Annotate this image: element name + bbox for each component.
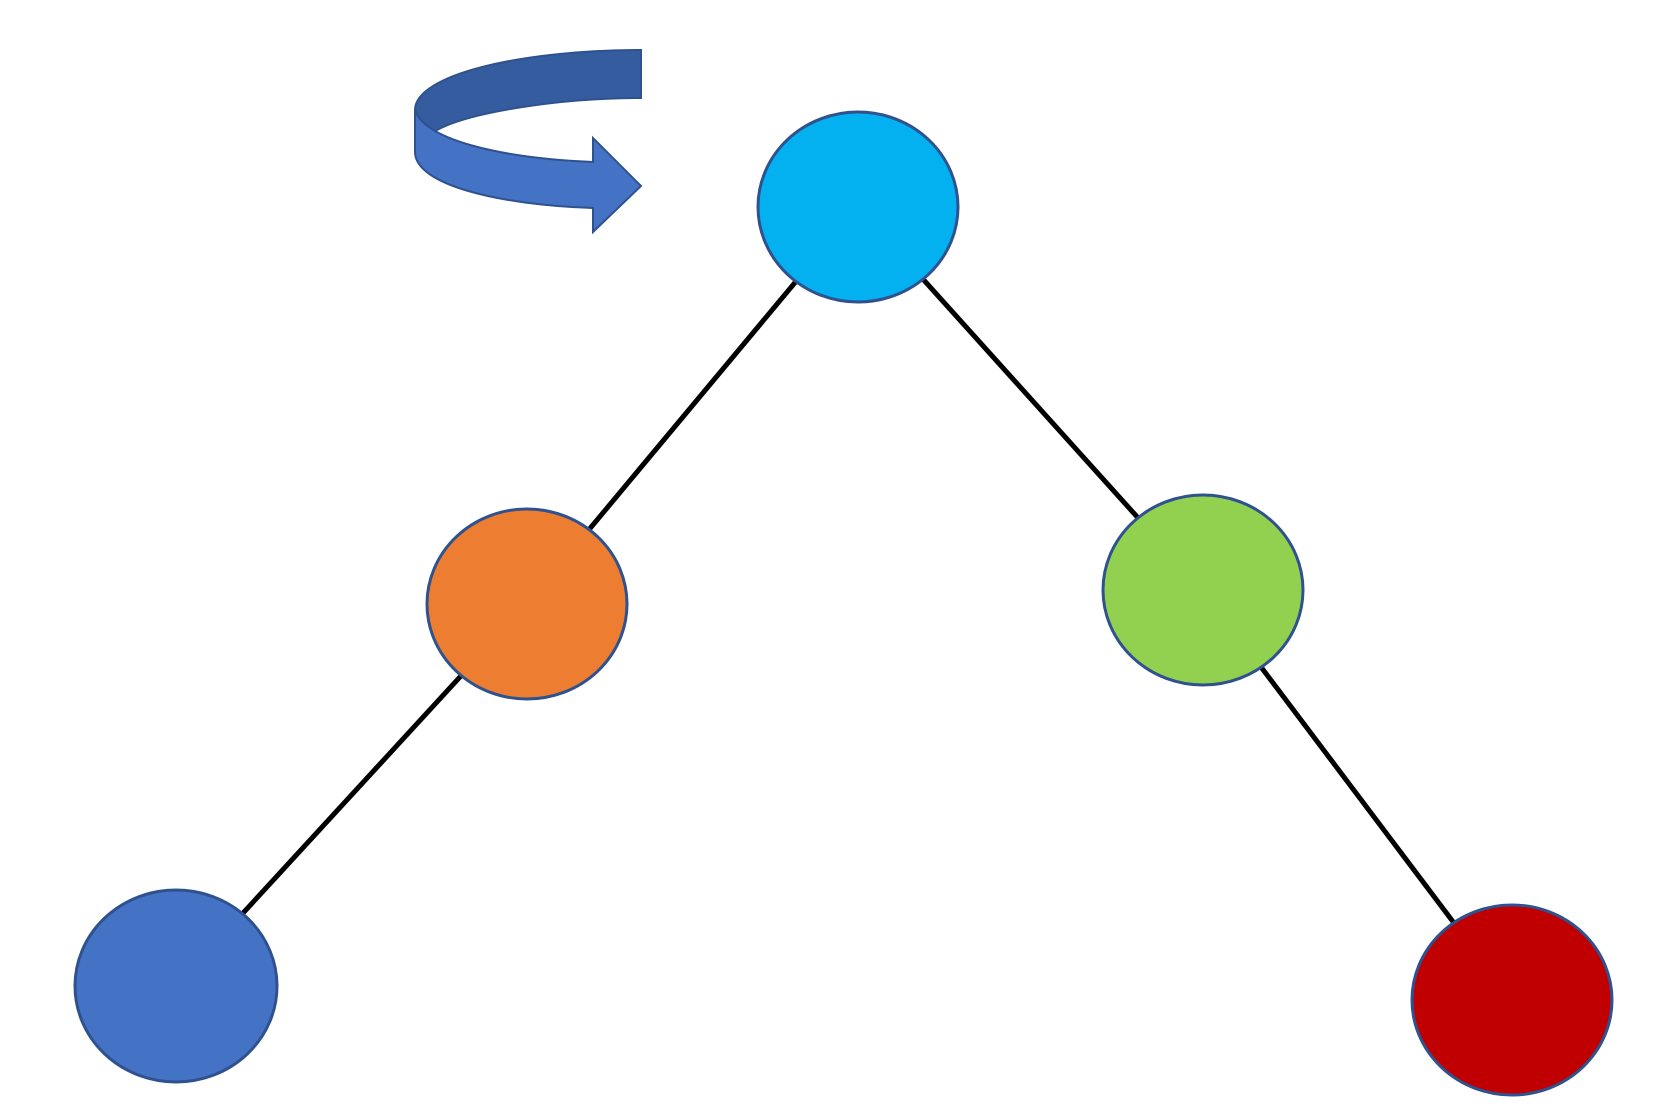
rotate-clockwise-icon bbox=[414, 48, 643, 235]
node-left-child bbox=[425, 507, 629, 701]
nodes bbox=[73, 110, 1614, 1097]
edges bbox=[174, 205, 1514, 1002]
node-left-grandchild bbox=[73, 888, 279, 1084]
rotation-arrow-front-band bbox=[414, 109, 643, 235]
node-right-child bbox=[1101, 493, 1305, 687]
node-root bbox=[756, 110, 960, 304]
node-right-grandchild bbox=[1410, 903, 1614, 1097]
rotation-arrow-back-band bbox=[414, 48, 642, 133]
